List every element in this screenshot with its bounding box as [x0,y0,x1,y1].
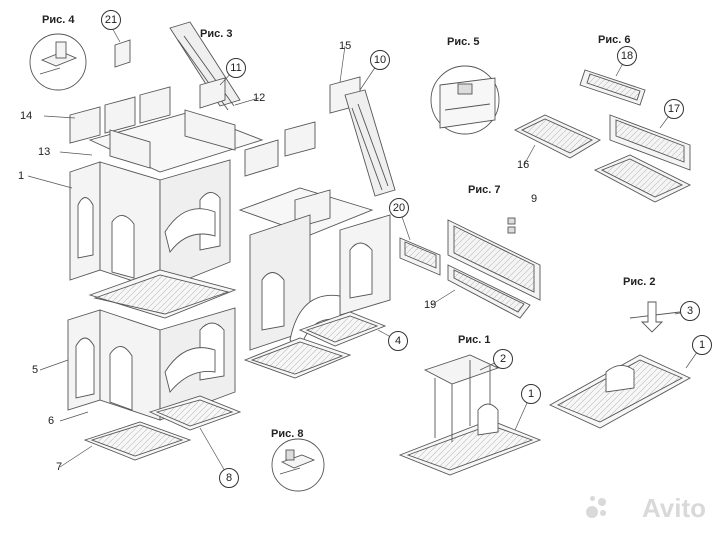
callout-16: 16 [517,159,530,171]
left-tower-base-plates [83,395,242,461]
middle-tower-railings-and-stairs [238,76,396,236]
callout-3: 3 [680,301,700,321]
fig1-assembly [398,354,542,476]
callout-11: 11 [226,58,246,78]
fig8-detail [271,438,325,492]
fig7-label: Рис. 7 [468,184,501,196]
left-tower-upper-walls [69,159,231,291]
callout-12: 12 [253,92,266,104]
fig5-detail [430,65,500,135]
callout-6: 6 [48,415,55,427]
fig6-label: Рис. 6 [598,34,631,46]
fig7-parts [399,217,541,319]
avito-logo-icon [586,496,610,520]
callout-7: 7 [56,461,63,473]
fig3-label: Рис. 3 [200,28,233,40]
callout-10: 10 [370,50,390,70]
fig4-detail [29,33,87,91]
callout-9: 9 [531,193,538,205]
callout-13: 13 [38,146,51,158]
watermark-text: Avito [641,493,706,523]
callout-1-fig2: 1 [692,335,712,355]
callout-19: 19 [424,299,437,311]
callout-18: 18 [617,46,637,66]
callout-21: 21 [101,10,121,30]
fig1-label: Рис. 1 [458,334,491,346]
callout-8: 8 [219,468,239,488]
callout-4: 4 [388,331,408,351]
callout-14: 14 [20,110,33,122]
left-tower-lower-walls [67,307,236,421]
callout-15: 15 [339,40,352,52]
callout-20: 20 [389,198,409,218]
left-tower-middle-floor [88,269,237,319]
callout-1-fig1: 1 [521,384,541,404]
callout-5: 5 [32,364,39,376]
fig4-label: Рис. 4 [42,14,75,26]
callout-1-left: 1 [18,170,25,182]
fig2-label: Рис. 2 [623,276,656,288]
callout-2: 2 [493,349,513,369]
fig5-label: Рис. 5 [447,36,480,48]
callout-17: 17 [664,99,684,119]
middle-tower-floor-plates [243,311,387,379]
middle-tower-walls [249,214,391,351]
left-tower-roof-railings [69,21,264,173]
fig6-parts [514,69,692,203]
fig8-label: Рис. 8 [271,428,304,440]
fig2-assembly [549,301,691,429]
